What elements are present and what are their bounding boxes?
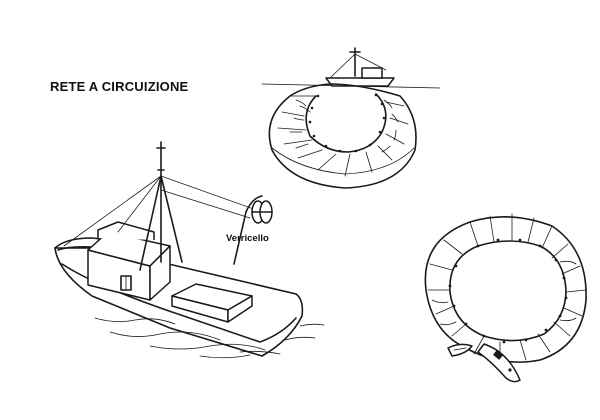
purse-net-top-icon (424, 213, 587, 383)
purse-net-side-icon (261, 47, 441, 189)
net-inner-rim (305, 93, 387, 153)
ring-mesh-pattern (427, 213, 587, 363)
deckhouse-side (149, 245, 171, 301)
ring-floats (448, 238, 568, 344)
winch-cable (160, 175, 263, 213)
derrick-boom (139, 175, 162, 271)
winch-icon (251, 200, 273, 224)
boat-hull (54, 247, 304, 357)
net-mesh-pattern (289, 99, 399, 153)
net-outer-shell (268, 83, 417, 189)
seiner-top-view (477, 343, 521, 383)
wheelhouse (97, 221, 155, 240)
diagram-title: RETE A CIRCUIZIONE (50, 79, 189, 94)
skiff-top-view (447, 343, 473, 357)
net-floats (308, 93, 386, 153)
hull-sheer-line (61, 263, 297, 343)
seiner-boat-small (325, 47, 395, 87)
winch-davit (233, 195, 263, 265)
water-ripples (94, 317, 325, 359)
derrick-boom-2 (160, 175, 183, 263)
net-ring-inner (449, 240, 567, 342)
cargo-hatch-side (227, 295, 253, 323)
winch-label: Verricello (226, 233, 269, 244)
fore-stay (63, 175, 162, 247)
fishing-boat-icon (54, 141, 325, 359)
